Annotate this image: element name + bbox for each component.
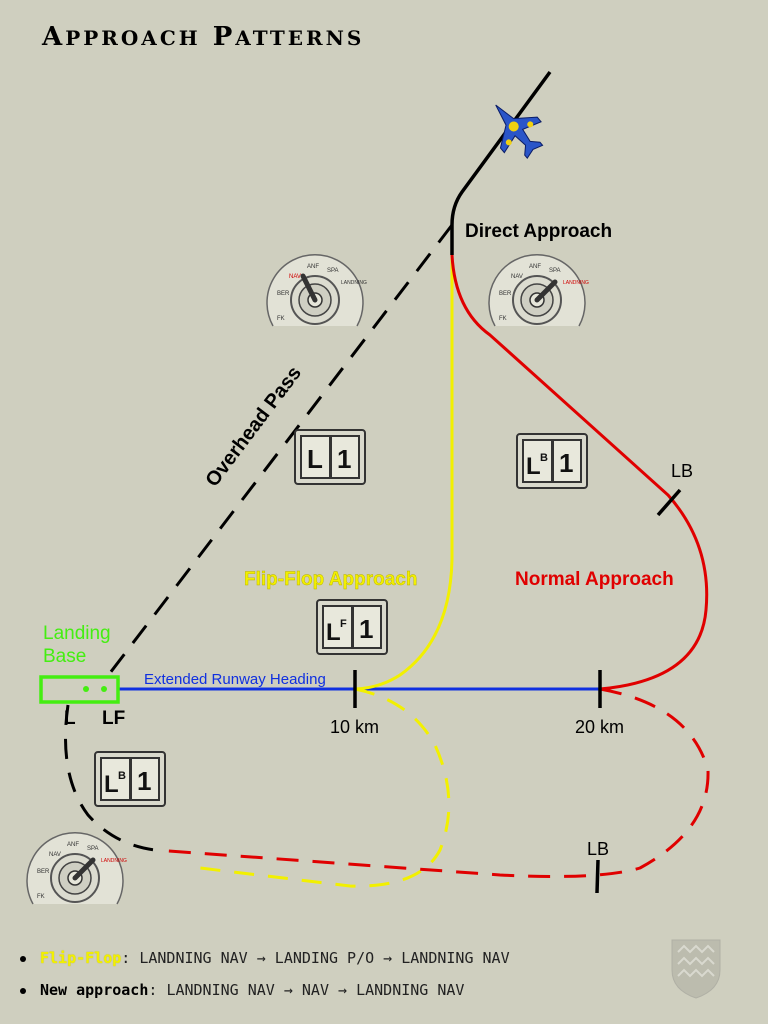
svg-text:1: 1 — [359, 614, 373, 644]
landing-base-label-line2: Base — [43, 646, 86, 667]
svg-text:1: 1 — [137, 766, 151, 796]
km20-label: 20 km — [575, 717, 624, 737]
svg-text:ANF: ANF — [67, 842, 79, 848]
landing-point-lf — [101, 686, 107, 692]
lf-label: LF — [102, 708, 125, 729]
svg-text:NAV: NAV — [49, 852, 61, 858]
svg-text:L: L — [104, 771, 119, 798]
svg-text:ANF: ANF — [307, 264, 319, 270]
flipflop-approach-label: Flip-Flop Approach — [244, 569, 417, 590]
svg-text:BER: BER — [499, 291, 512, 297]
legend-colon: : — [148, 981, 167, 999]
svg-text:1: 1 — [337, 444, 351, 474]
svg-text:SPA: SPA — [87, 846, 99, 852]
landing-point-l — [83, 686, 89, 692]
inbound-track — [450, 70, 552, 255]
legend-flipflop-name: Flip-Flop — [40, 949, 122, 967]
flipflop-return-path — [199, 687, 451, 888]
km10-label: 10 km — [330, 717, 379, 737]
svg-text:FK: FK — [37, 894, 45, 900]
tick-lb-lower — [595, 859, 600, 894]
landing-base-box — [39, 675, 120, 704]
mode-panel-l: L 1 — [294, 429, 366, 485]
svg-text:B: B — [118, 770, 126, 782]
legend-new-approach-sequence: LANDNING NAV → NAV → LANDNING NAV — [166, 981, 465, 999]
svg-text:LANDNING: LANDNING — [563, 280, 589, 286]
legend-flipflop-sequence: LANDNING NAV → LANDING P/O → LANDNING NA… — [139, 949, 510, 967]
lb-lower-label: LB — [587, 839, 609, 859]
normal-approach-path — [450, 254, 709, 691]
legend-colon: : — [121, 949, 140, 967]
selector-knob-lower: FK BER NAV ANF SPA LANDNING — [26, 832, 127, 905]
bullet-icon — [20, 955, 26, 962]
normal-return-path — [154, 687, 710, 878]
svg-text:SPA: SPA — [549, 268, 561, 274]
landing-loop-path — [64, 704, 156, 852]
bullet-icon — [20, 987, 26, 994]
svg-text:FK: FK — [499, 316, 507, 322]
svg-text:SPA: SPA — [327, 268, 339, 274]
direct-approach-label: Direct Approach — [465, 221, 612, 242]
svg-text:B: B — [540, 452, 548, 464]
legend-item-flipflop: Flip-Flop: LANDNING NAV → LANDING P/O → … — [20, 949, 510, 967]
runway-heading-label: Extended Runway Heading — [144, 671, 326, 688]
svg-text:LANDNING: LANDNING — [101, 858, 127, 864]
selector-knob-landning-nav: FK BER NAV ANF SPA LANDNING — [488, 254, 589, 327]
overhead-pass-label: Overhead Pass — [201, 362, 306, 491]
overhead-pass-path — [108, 224, 454, 674]
svg-text:L: L — [307, 444, 323, 474]
svg-text:LANDNING: LANDNING — [341, 280, 367, 286]
mode-panel-lb-lower: L B 1 — [94, 751, 166, 807]
svg-text:NAV: NAV — [289, 274, 301, 280]
svg-text:F: F — [340, 618, 347, 630]
svg-text:ANF: ANF — [529, 264, 541, 270]
flipflop-approach-path — [354, 252, 454, 691]
svg-text:L: L — [326, 619, 341, 646]
svg-text:FK: FK — [277, 316, 285, 322]
svg-text:BER: BER — [37, 869, 50, 875]
crest-logo — [671, 939, 721, 999]
landing-base-label-line1: Landing — [43, 623, 111, 644]
legend-item-new-approach: New approach: LANDNING NAV → NAV → LANDN… — [20, 981, 464, 999]
mode-panel-lf: L F 1 — [316, 599, 388, 655]
mode-panel-lb-upper: L B 1 — [516, 433, 588, 489]
page-title: APPROACH PATTERNS — [42, 22, 365, 52]
l-label: L — [64, 708, 76, 729]
svg-text:1: 1 — [559, 448, 573, 478]
aircraft-icon — [495, 104, 544, 160]
tick-lb-upper — [656, 488, 682, 517]
normal-approach-label: Normal Approach — [515, 569, 674, 590]
svg-text:L: L — [526, 453, 541, 480]
svg-text:NAV: NAV — [511, 274, 523, 280]
legend-new-approach-name: New approach — [40, 981, 149, 999]
svg-text:BER: BER — [277, 291, 290, 297]
selector-knob-nav: FK BER NAV ANF SPA LANDNING — [266, 254, 367, 327]
lb-upper-label: LB — [671, 461, 693, 481]
